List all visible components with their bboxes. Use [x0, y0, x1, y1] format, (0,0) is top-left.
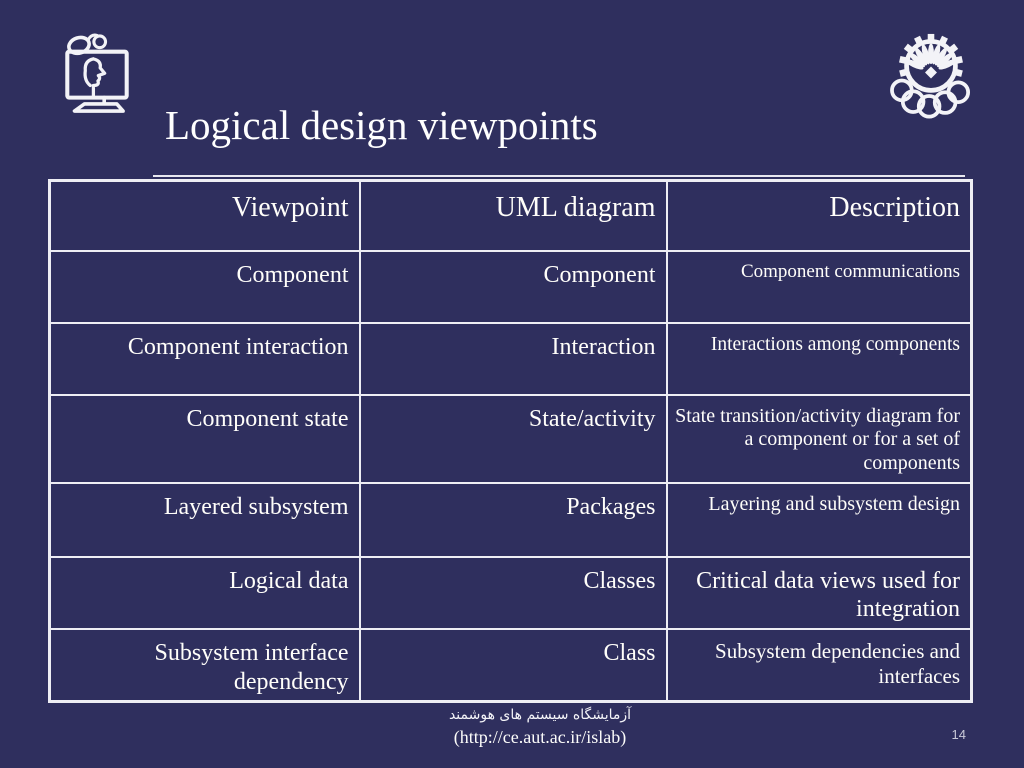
slide-footer: آزمایشگاه سیستم های هوشمند (http://ce.au… [385, 706, 695, 748]
column-header-description: Description [665, 179, 973, 252]
column-header-viewpoint: Viewpoint [48, 179, 361, 252]
column-header-uml-diagram: UML diagram [358, 179, 668, 252]
cell-viewpoint: Logical data [48, 556, 361, 631]
table-row: Component state State/activity State tra… [48, 393, 973, 484]
cell-viewpoint: Component [48, 249, 361, 324]
cell-description: Subsystem dependencies and interfaces [665, 628, 973, 703]
table-row: Component interaction Interaction Intera… [48, 321, 973, 396]
cell-viewpoint: Component state [48, 393, 361, 484]
cell-viewpoint: Layered subsystem [48, 481, 361, 559]
page-number: 14 [951, 727, 966, 742]
viewpoints-table: Viewpoint UML diagram Description Compon… [48, 179, 973, 703]
table-row: Logical data Classes Critical data views… [48, 556, 973, 631]
cell-description: Layering and subsystem design [665, 481, 973, 559]
slide-title: Logical design viewpoints [165, 102, 598, 148]
cell-viewpoint: Subsystem interface dependency [48, 628, 361, 703]
cell-uml-diagram: State/activity [358, 393, 668, 484]
title-underline [153, 175, 965, 177]
lab-url: (http://ce.aut.ac.ir/islab) [453, 726, 627, 747]
lab-name-farsi: آزمایشگاه سیستم های هوشمند [448, 707, 632, 723]
cell-uml-diagram: Classes [358, 556, 668, 631]
table-row: Component Component Component communicat… [48, 249, 973, 324]
cell-uml-diagram: Component [358, 249, 668, 324]
cell-description: State transition/activity diagram for a … [665, 393, 973, 484]
cell-description: Interactions among components [665, 321, 973, 396]
table-row: Layered subsystem Packages Layering and … [48, 481, 973, 559]
cell-uml-diagram: Interaction [358, 321, 668, 396]
cell-uml-diagram: Class [358, 628, 668, 703]
cell-viewpoint: Component interaction [48, 321, 361, 396]
cell-description: Critical data views used for integration [665, 556, 973, 631]
table-row: Subsystem interface dependency Class Sub… [48, 628, 973, 703]
cell-description: Component communications [665, 249, 973, 324]
intelligent-systems-icon [65, 33, 129, 113]
cell-uml-diagram: Packages [358, 481, 668, 559]
university-logo [890, 33, 971, 119]
table-header-row: Viewpoint UML diagram Description [48, 179, 973, 252]
